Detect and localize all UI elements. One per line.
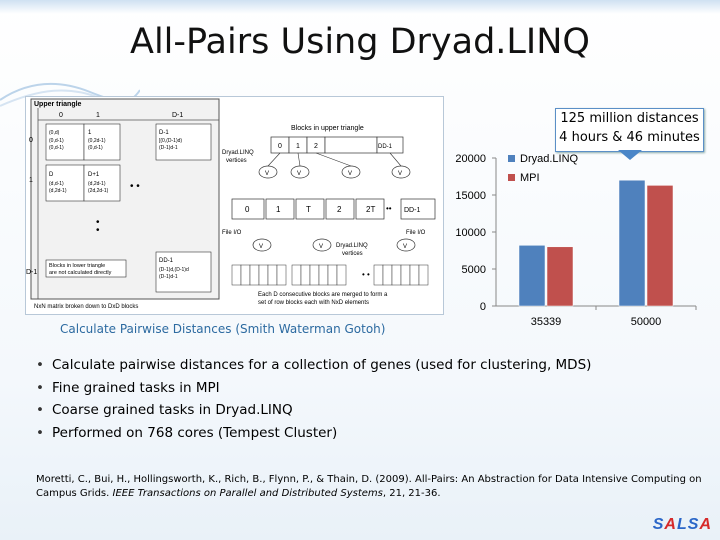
dryad-label-1b: vertices [226,158,247,164]
slide-title: All-Pairs Using Dryad.LINQ [130,22,590,62]
cell-0d-a: [(0,(D-1)d) [159,138,182,144]
dryad-label-1a: Dryad.LINQ [222,150,254,156]
merge-note-2: set of row blocks each with NxD elements [258,300,369,306]
ellipsis-3: • [96,225,100,236]
mid-block-2: 2 [337,205,342,214]
col-label-0: 0 [59,112,63,119]
row-label-1: 1 [29,177,33,184]
legend-swatch-1 [508,174,515,181]
row-label-d1: D-1 [26,269,37,276]
legend-label-0: Dryad.LINQ [520,153,579,165]
matrix-header: Upper triangle [34,101,82,108]
cell-1c-label: D+1 [88,172,100,178]
cell-1d-b: (2d,2d-1) [88,188,109,194]
v-4: V [398,171,402,177]
lower-note-1: Blocks in lower triangle [49,263,105,269]
cell-01-label: 1 [88,130,92,136]
mid-block-2t: 2T [366,205,375,214]
mid-block-dd1: DD-1 [404,207,420,214]
top-band [0,0,720,14]
bullet-1: Calculate pairwise distances for a colle… [36,354,591,377]
salsa-logo: SALSA [652,516,712,533]
cell-00: (0,d) [49,130,60,136]
dryad-label-2a: Dryad.LINQ [336,243,368,249]
top-block-0: 0 [278,143,282,150]
file-io-1: File I/O [222,230,242,236]
reference-line-2-post: , 21, 21-36. [382,488,441,499]
cell-01-a: (0,2d-1) [88,138,106,144]
bullet-2: Fine grained tasks in MPI [36,377,591,400]
bar-mpi-50000 [646,185,674,307]
v-3: V [348,171,352,177]
v-7: V [403,244,407,250]
mid-block-1: 1 [276,205,281,214]
file-io-2: File I/O [406,230,426,236]
cell-0d-label: D-1 [159,130,169,136]
reference-line-2-pre: Campus Grids. [36,488,110,499]
bar-mpi-35339 [546,246,574,307]
legend-label-1: MPI [520,172,540,184]
mid-block-0: 0 [245,205,250,214]
v-6: V [319,244,323,250]
cell-01-b: (0,d-1) [88,145,103,151]
merge-note-1: Each D consecutive blocks are merged to … [258,292,388,298]
cell-00-a: (0,d-1) [49,138,64,144]
reference-line-1: Moretti, C., Bui, H., Hollingsworth, K.,… [36,474,702,485]
bullet-4: Performed on 768 cores (Tempest Cluster) [36,422,591,445]
x-tick-label: 50000 [631,316,662,328]
cell-dd-b: (D-1)d-1 [159,274,178,280]
reference-citation: Moretti, C., Bui, H., Hollingsworth, K.,… [36,473,706,501]
cell-1d-a: (d,2d-1) [88,181,106,187]
mid-dots: •• [386,204,392,213]
cell-1-label: D [49,172,54,178]
matrix-footer: NxN matrix broken down to DxD blocks [34,304,138,310]
bar-dryad-linq-35339 [518,245,546,307]
col-label-1: 1 [96,112,100,119]
callout-line-1: 125 million distances [560,111,699,126]
bottom-dots: • • [362,270,370,279]
y-tick-label: 10000 [455,227,486,239]
v-1: V [265,171,269,177]
callout-arrow [618,150,642,160]
cell-dd-a: (D-1)d,(D-1)d [159,267,189,273]
runtime-chart: 0 5000 10000 15000 20000 35339 50000 Dryad.LINQ… [448,150,710,330]
y-tick-label: 15000 [455,190,486,202]
top-block-1: 1 [296,143,300,150]
v-5: V [259,244,263,250]
y-tick-label: 20000 [455,153,486,165]
bullet-list: Calculate pairwise distances for a colle… [36,354,591,444]
callout-box: 125 million distances 4 hours & 46 minut… [555,108,704,152]
diagram-caption: Calculate Pairwise Distances (Smith Wate… [60,322,386,336]
top-block-dd1: DD-1 [378,144,393,150]
lower-note-2: are not calculated directly [49,270,112,276]
blocks-header: Blocks in upper triangle [291,125,364,132]
col-label-d1: D-1 [172,112,183,119]
y-tick-label: 5000 [462,264,486,276]
cell-1-a: (d,d-1) [49,181,64,187]
v-2: V [297,171,301,177]
cell-00-b: (0,d-1) [49,145,64,151]
cell-1-b: (d,2d-1) [49,188,67,194]
ellipsis-1: • • [130,181,140,192]
all-pairs-diagram: Upper triangle 0 1 D-1 0 1 D-1 (0,d) (0,… [25,96,444,315]
ellipsis-2: • [96,217,100,228]
diagram-svg: Upper triangle 0 1 D-1 0 1 D-1 (0,d) (0,… [26,98,436,310]
x-tick-label: 35339 [531,316,562,328]
mid-block-t: T [306,205,311,214]
dryad-label-2b: vertices [342,251,363,257]
row-label-0: 0 [29,137,33,144]
y-tick-label: 0 [480,301,486,313]
top-block-2: 2 [314,143,318,150]
cell-dd-label: DD-1 [159,258,174,264]
callout-line-2: 4 hours & 46 minutes [559,130,700,145]
cell-0d-b: (D-1)d-1 [159,145,178,151]
reference-journal: IEEE Transactions on Parallel and Distri… [112,488,383,499]
bullet-3: Coarse grained tasks in Dryad.LINQ [36,399,591,422]
chart-svg: 0 5000 10000 15000 20000 35339 50000 Dryad.LINQ… [455,153,697,328]
bar-dryad-linq-50000 [618,179,646,307]
legend-swatch-0 [508,155,515,162]
